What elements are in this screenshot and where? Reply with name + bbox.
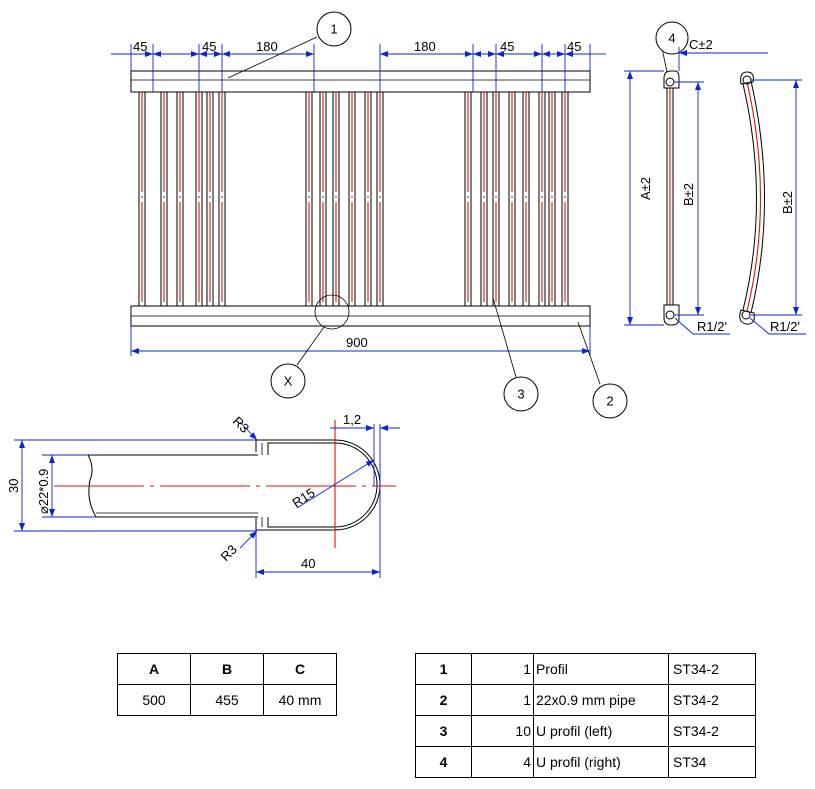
table-row: 1 1 Profil ST34-2 [415, 653, 756, 685]
vertical-tube [492, 92, 500, 306]
front-balloons: 1 2 3 X [227, 11, 628, 419]
vertical-tube [348, 92, 356, 306]
header-b: B [190, 653, 264, 685]
balloon-3 [503, 376, 539, 412]
vertical-tube [538, 92, 546, 306]
dim-c: C±2 [689, 37, 713, 52]
curved-view: B±2 R1/2' [739, 71, 806, 335]
overall-width-dimension: 900 [130, 326, 591, 356]
detail-view: R15 R3 R3 1,2 30 ⌀22*0.9 40 [6, 412, 400, 578]
vertical-tube [218, 92, 226, 306]
dim-b-curved: B±2 [780, 191, 795, 214]
top-dimension-chain: 45 45 180 180 45 45 [111, 39, 606, 92]
vertical-tube [548, 92, 556, 306]
vertical-tubes [138, 92, 569, 306]
dim-900: 900 [346, 335, 368, 350]
svg-text:2: 2 [606, 394, 613, 409]
vertical-tube [160, 92, 168, 306]
header-c: C [263, 653, 337, 685]
vertical-tube [364, 92, 372, 306]
svg-text:4: 4 [668, 31, 675, 46]
curved-top-cap [740, 71, 754, 85]
side-view: 4 C±2 A±2 B±2 R1/2' [624, 21, 768, 335]
side-top-cap [663, 70, 680, 89]
value-c: 40 mm [263, 684, 337, 716]
vertical-tube [480, 92, 488, 306]
table-row: 4 4 U profil (right) ST34 [415, 746, 756, 778]
dim-wall: 1,2 [343, 412, 361, 427]
thread-curved: R1/2' [770, 319, 800, 334]
vertical-tube [195, 92, 203, 306]
vertical-tube [376, 92, 384, 306]
detail-x-marker [314, 294, 350, 330]
dim-45-d: 45 [567, 39, 581, 54]
table-row: 2 1 22x0.9 mm pipe ST34-2 [415, 684, 756, 716]
vertical-tube [319, 92, 327, 306]
thread-side: R1/2' [697, 319, 727, 334]
vertical-tube [138, 92, 146, 306]
svg-text:1: 1 [330, 22, 337, 37]
dim-40: 40 [301, 556, 315, 571]
balloon-2 [592, 383, 628, 419]
dimension-table: A B C 500 455 40 mm [117, 653, 337, 716]
dim-45-c: 45 [500, 39, 514, 54]
side-bottom-cap [663, 304, 680, 326]
dim-45-a: 45 [133, 39, 147, 54]
top-collector-bar [130, 70, 591, 93]
balloon-1 [316, 11, 352, 47]
dim-r3-bottom: R3 [218, 542, 240, 564]
vertical-tube [464, 92, 472, 306]
dim-180-b: 180 [414, 39, 436, 54]
vertical-tube [332, 92, 340, 306]
vertical-tube [176, 92, 184, 306]
dim-r15: R15 [289, 485, 317, 511]
value-a: 500 [117, 684, 191, 716]
svg-text:3: 3 [517, 387, 524, 402]
curved-bottom-cap [739, 309, 755, 325]
vertical-tube [522, 92, 530, 306]
parts-list-table: 1 1 Profil ST34-2 2 1 22x0.9 mm pipe ST3… [415, 653, 756, 778]
dim-r3-top: R3 [230, 414, 252, 436]
vertical-tube [206, 92, 214, 306]
value-b: 455 [190, 684, 264, 716]
table-row: 3 10 U profil (left) ST34-2 [415, 715, 756, 747]
dim-30: 30 [6, 479, 21, 493]
vertical-tube [305, 92, 313, 306]
vertical-tube [561, 92, 569, 306]
balloon-x [270, 363, 306, 399]
vertical-tube [508, 92, 516, 306]
dim-45-b: 45 [202, 39, 216, 54]
dim-pipe-diameter: ⌀22*0.9 [36, 469, 51, 514]
dim-a: A±2 [638, 177, 653, 200]
front-view [130, 70, 591, 327]
header-a: A [117, 653, 191, 685]
dim-b: B±2 [681, 183, 696, 206]
dim-180-a: 180 [256, 39, 278, 54]
balloon-4 [655, 21, 689, 55]
svg-text:X: X [284, 374, 293, 389]
